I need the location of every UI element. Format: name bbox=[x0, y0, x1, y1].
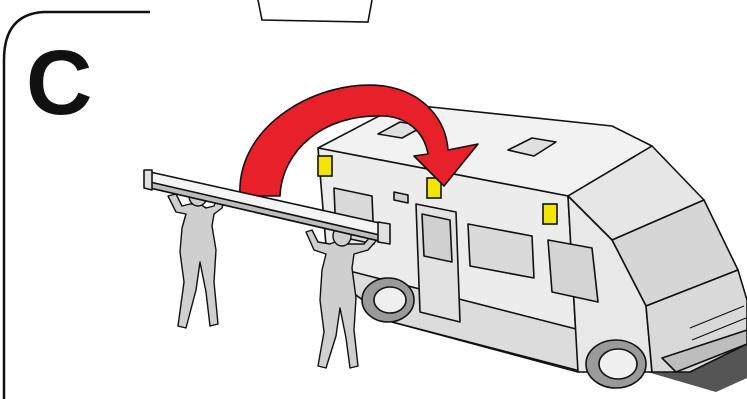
awning-end-cap bbox=[378, 222, 390, 244]
front-wheel-hub bbox=[599, 349, 637, 379]
person-icon bbox=[168, 192, 226, 328]
mounting-bracket-icon bbox=[318, 156, 332, 176]
side-window bbox=[548, 240, 598, 302]
mounting-bracket-icon bbox=[543, 204, 557, 224]
motorhome-icon bbox=[318, 104, 747, 392]
rear-wheel-hub bbox=[374, 287, 406, 313]
awning-end-cap bbox=[144, 170, 152, 190]
top-box-edge bbox=[258, 0, 372, 22]
door-window bbox=[422, 214, 452, 262]
step-letter: C bbox=[26, 32, 92, 134]
